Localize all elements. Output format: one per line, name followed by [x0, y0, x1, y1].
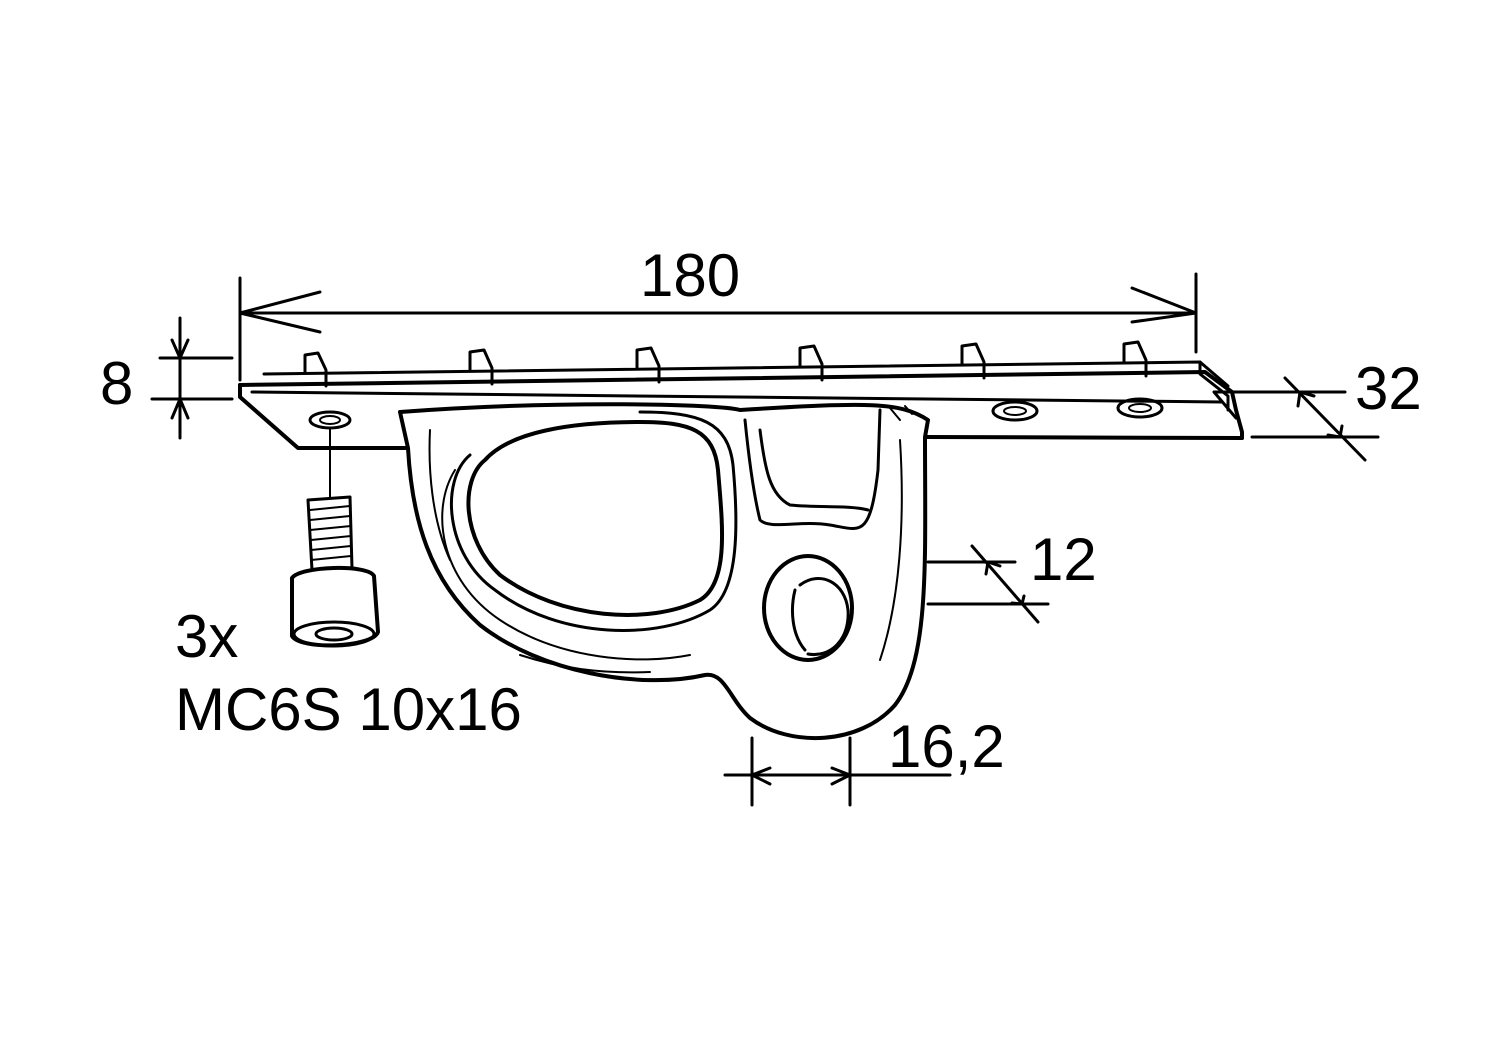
dimension-hook-width: 16,2 [723, 713, 1005, 807]
dimension-hole: 12 [926, 526, 1097, 624]
screw-quantity: 3x [175, 603, 238, 670]
dim-hole-label: 12 [1030, 526, 1097, 593]
dim-length-label: 180 [640, 242, 740, 309]
dim-height-label: 8 [100, 350, 133, 417]
hook-body [398, 402, 930, 741]
screw-annotation: 3x MC6S 10x16 [175, 603, 522, 743]
dimension-width: 32 [1213, 355, 1422, 462]
dimension-length: 180 [238, 242, 1198, 382]
screw-spec: MC6S 10x16 [175, 676, 522, 743]
dim-width-label: 32 [1355, 355, 1422, 422]
mounting-rail [238, 340, 1244, 450]
dim-hook-width-label: 16,2 [888, 713, 1005, 780]
socket-head-screw [290, 427, 380, 648]
dimension-height: 8 [100, 316, 234, 440]
